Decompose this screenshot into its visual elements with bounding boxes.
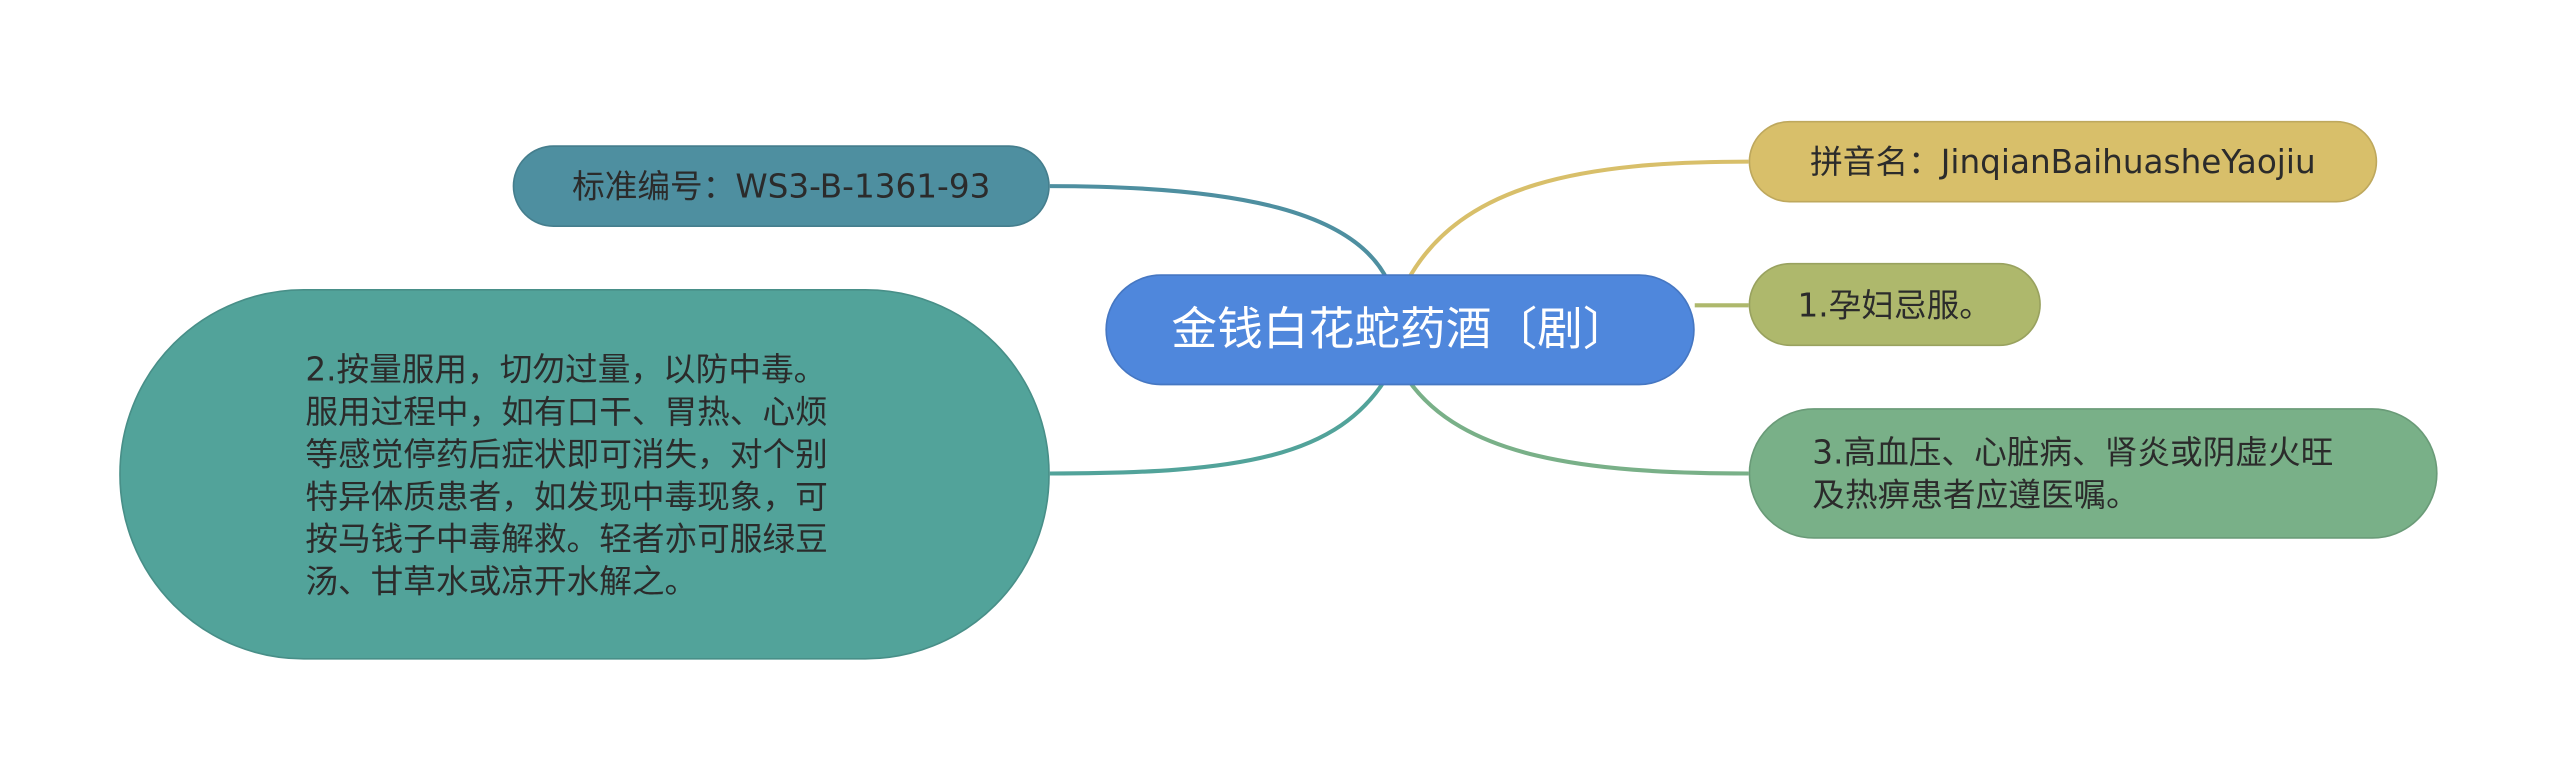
pregnancy-contraindication-node[interactable]: 1.孕妇忌服。 <box>1748 262 2041 347</box>
pinyin-name-label: 拼音名：JinqianBaihuasheYaojiu <box>1810 142 2316 182</box>
root-topic-label: 金钱白花蛇药酒〔剧〕 <box>1171 302 1629 356</box>
hypertension-caution-label: 3.高血压、心脏病、肾炎或阴虚火旺及热痹患者应遵医嘱。 <box>1812 432 2334 515</box>
standard-number-node[interactable]: 标准编号：WS3-B-1361-93 <box>512 145 1050 227</box>
standard-number-label: 标准编号：WS3-B-1361-93 <box>572 166 991 206</box>
edge-pinyin <box>1405 159 1749 282</box>
usage-warning-label: 2.按量服用，切勿过量，以防中毒。服用过程中，如有口干、胃热、心烦等感觉停药后症… <box>305 348 828 601</box>
edge-standard-no <box>1049 184 1390 282</box>
usage-warning-node[interactable]: 2.按量服用，切勿过量，以防中毒。服用过程中，如有口干、胃热、心烦等感觉停药后症… <box>119 288 1050 660</box>
pinyin-name-node[interactable]: 拼音名：JinqianBaihuasheYaojiu <box>1748 120 2378 203</box>
hypertension-caution-node[interactable]: 3.高血压、心脏病、肾炎或阴虚火旺及热痹患者应遵医嘱。 <box>1748 408 2438 539</box>
edge-hypertension <box>1405 377 1749 476</box>
root-topic-node[interactable]: 金钱白花蛇药酒〔剧〕 <box>1105 274 1695 386</box>
edge-usage <box>1049 374 1390 476</box>
pregnancy-contraindication-label: 1.孕妇忌服。 <box>1797 284 1992 325</box>
